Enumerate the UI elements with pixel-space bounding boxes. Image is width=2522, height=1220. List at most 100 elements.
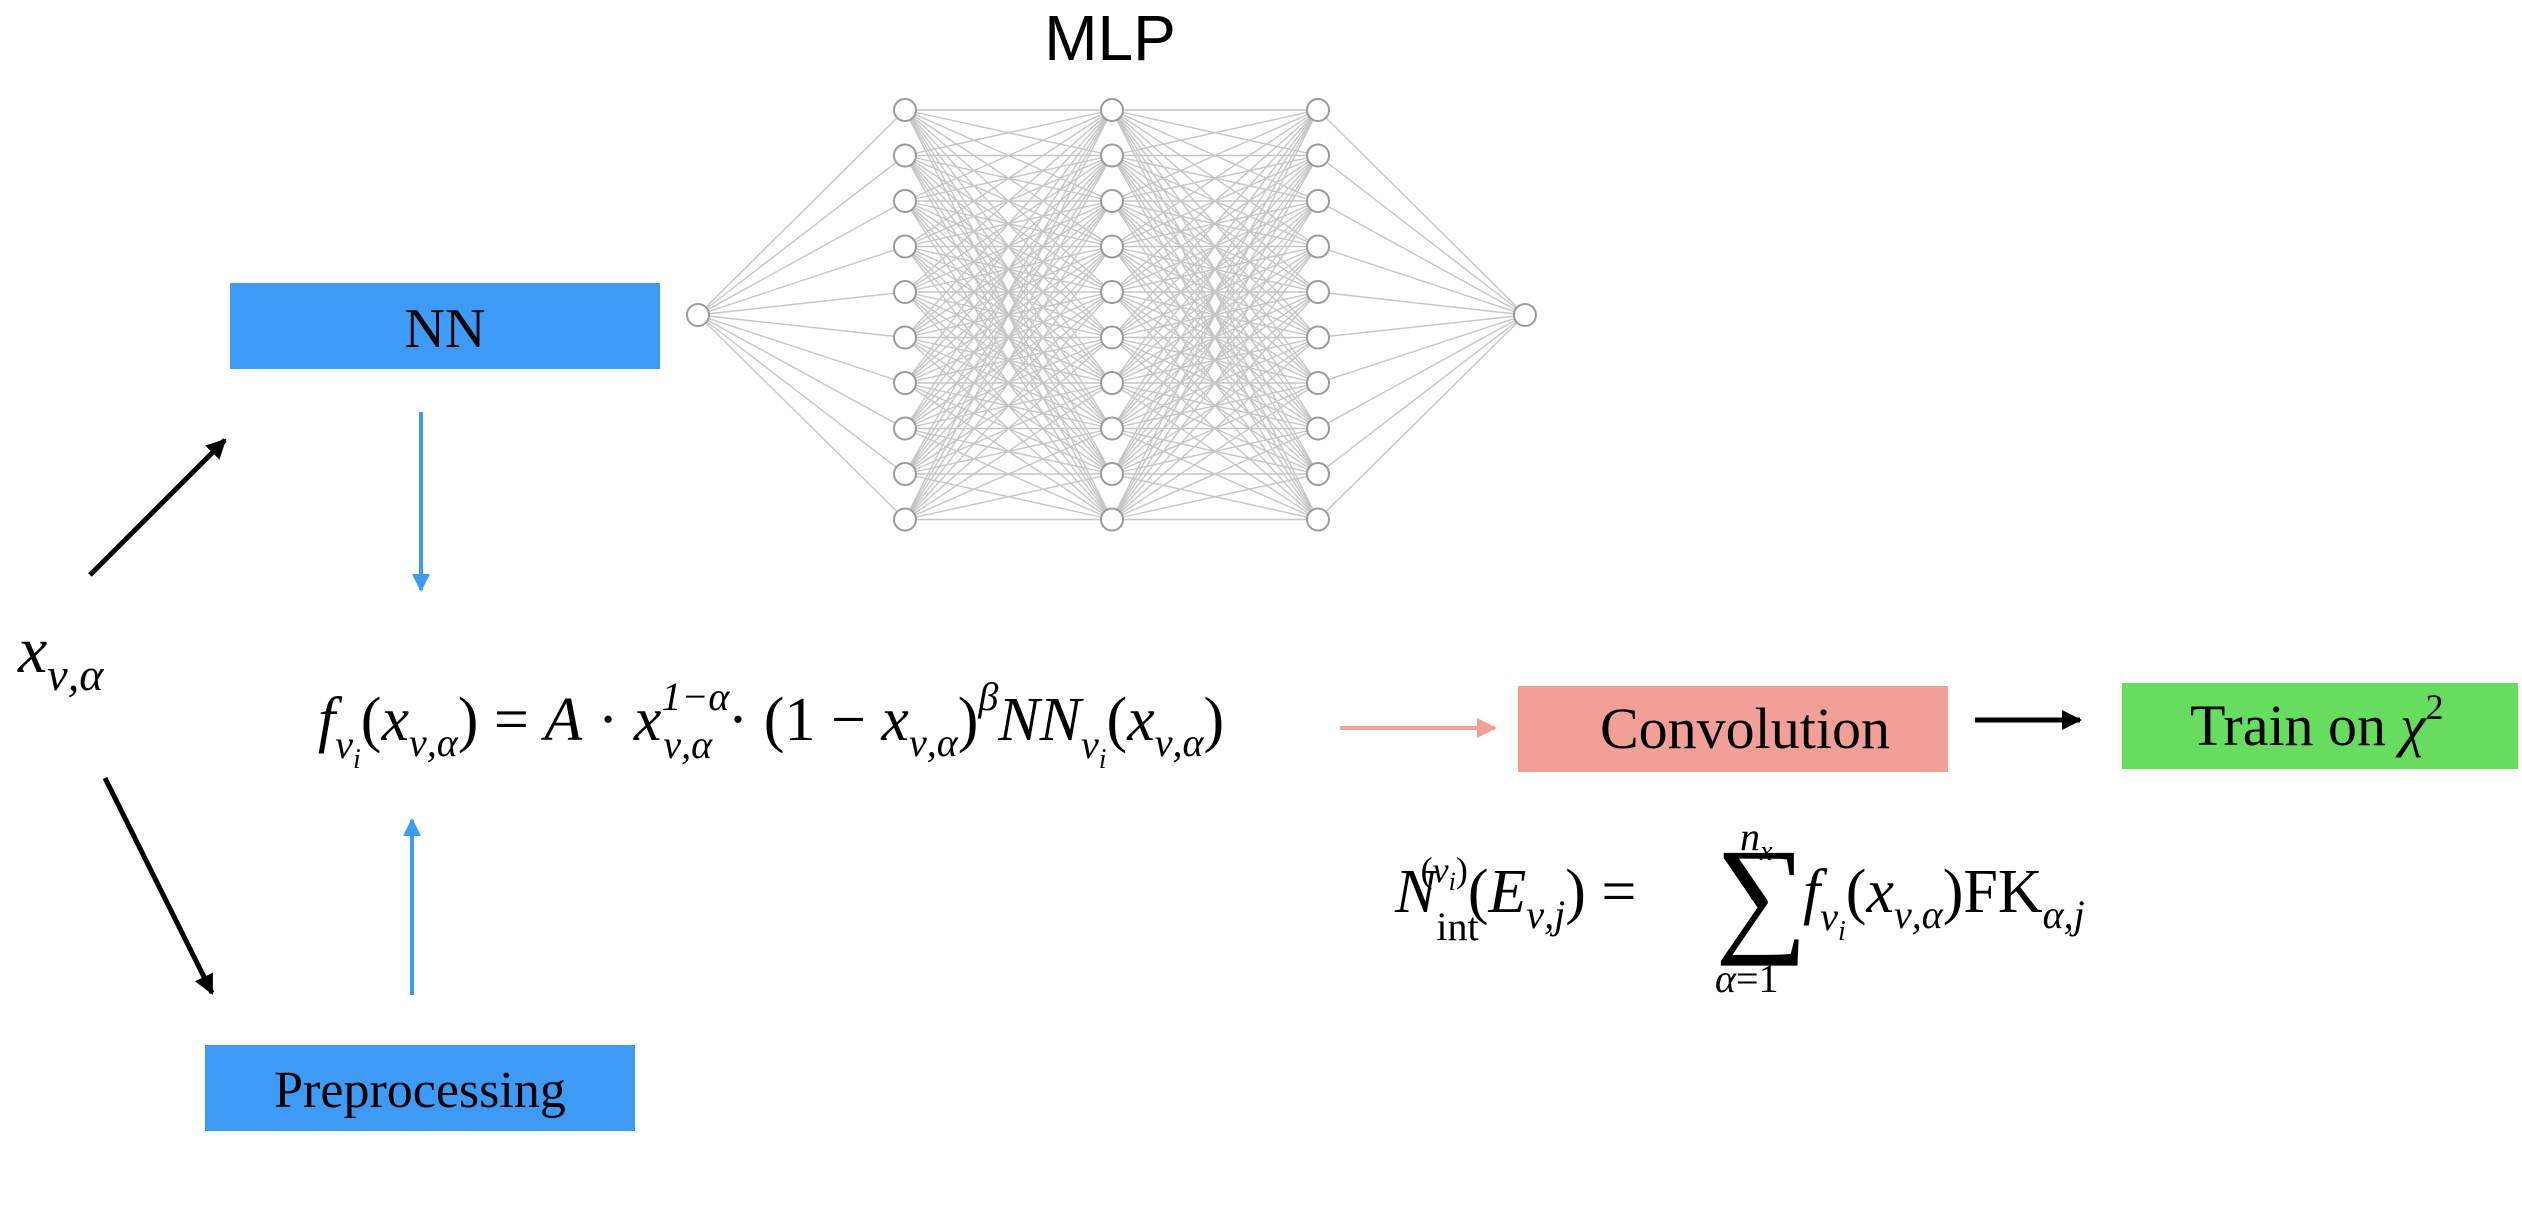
mlp-edge (697, 314, 906, 384)
mlp-edge (1111, 336, 1319, 521)
mlp-edge (904, 155, 1113, 520)
mlp-node (1100, 234, 1124, 259)
mlp-node (1306, 462, 1330, 486)
mlp-edge (904, 109, 1113, 429)
mlp-edges (697, 109, 1526, 521)
input-symbol: xν,α (17, 614, 104, 700)
mlp-edge (1317, 314, 1526, 384)
mlp-edge (904, 109, 1113, 293)
input-symbol-base: x (17, 614, 47, 687)
mlp-edge (1317, 314, 1526, 520)
mlp-node (1100, 280, 1124, 304)
mlp-edge (904, 336, 1113, 521)
mlp-node (893, 143, 917, 168)
mlp-node (893, 507, 917, 532)
input-symbol-subscript: ν,α (47, 649, 104, 700)
mlp-edge (1317, 109, 1526, 316)
svg-text:nx: nx (1740, 814, 1773, 867)
svg-text:fνi(xν,α) = A · x1−αν,α · (1 −: fνi(xν,α) = A · x1−αν,α · (1 − xν,α)βNNν… (318, 674, 1224, 775)
mlp-node (1306, 280, 1330, 304)
mlp-edge (1111, 427, 1319, 521)
mlp-edge (1317, 314, 1526, 475)
svg-text:fνi(xν,α)FKα,j: fνi(xν,α)FKα,j (1803, 858, 2085, 947)
mlp-node (1513, 303, 1537, 327)
mlp-node (1306, 234, 1330, 259)
mlp-edge (904, 109, 1113, 384)
nn-box[interactable]: NN (230, 283, 660, 369)
mlp-node (893, 280, 917, 304)
mlp-edge (1111, 291, 1319, 520)
convolution-equation: Nint(νi)(Eν,j) = ∑ nx α=1 fνi(xν,α)FKα,j (1394, 814, 2085, 1001)
convolution-box[interactable]: Convolution (1518, 686, 1948, 772)
mlp-edge (1317, 245, 1526, 316)
svg-text:α=1: α=1 (1715, 956, 1779, 1001)
preprocessing-box-fill (205, 1045, 635, 1131)
mlp-node (1100, 98, 1124, 122)
nn-box-fill (230, 283, 660, 369)
mlp-node (893, 462, 917, 486)
convolution-box-fill (1518, 686, 1948, 772)
preprocessing-box[interactable]: Preprocessing (205, 1045, 635, 1131)
arrow-input-to-preprocessing (102, 776, 215, 995)
mlp-node (893, 98, 917, 122)
mlp-node (893, 325, 917, 350)
mlp-edge (904, 246, 1113, 520)
mlp-edge (1111, 473, 1319, 521)
mlp-edge (697, 245, 906, 316)
mlp-node (1100, 416, 1124, 441)
mlp-edge (904, 291, 1113, 520)
mlp-edge (1111, 109, 1319, 293)
mlp-edge (697, 109, 906, 316)
convolution-box-label: Convolution (1600, 696, 1890, 761)
chi-symbol: χ (2395, 693, 2427, 758)
mlp-edge (1317, 291, 1526, 316)
mlp-node (1306, 416, 1330, 441)
mlp-node (893, 234, 917, 259)
mlp-edge (1111, 246, 1319, 520)
mlp-nodes (686, 98, 1537, 532)
mlp-edge (697, 291, 906, 316)
preprocessing-box-label: Preprocessing (274, 1062, 566, 1119)
mlp-edge (1111, 109, 1319, 475)
mlp-edge (1111, 109, 1319, 248)
mlp-edge (1111, 109, 1319, 384)
mlp-edge (904, 109, 1113, 202)
mlp-edge (1111, 109, 1319, 520)
mlp-node (1306, 98, 1330, 122)
mlp-edge (904, 109, 1113, 157)
mlp-edge (1111, 109, 1319, 157)
mlp-edge (697, 314, 906, 430)
mlp-edge (1111, 109, 1319, 338)
mlp-node (893, 416, 917, 441)
mlp-edge (904, 109, 1113, 338)
mlp-edge (904, 109, 1113, 520)
mlp-node (1100, 462, 1124, 486)
mlp-edge (904, 382, 1113, 521)
mlp-node (893, 189, 917, 213)
mlp-edge (697, 314, 906, 475)
mlp-node (1306, 371, 1330, 395)
mlp-node (686, 303, 710, 327)
mlp-edge (697, 200, 906, 316)
mlp-edge (1317, 200, 1526, 316)
mlp-edge (1317, 314, 1526, 430)
mlp-edge (904, 473, 1113, 521)
mlp-edge (904, 109, 1113, 475)
arrow-input-to-nn (88, 438, 227, 577)
mlp-node (1306, 189, 1330, 213)
mlp-edge (697, 154, 906, 316)
mlp-node (1100, 143, 1124, 168)
mlp-node (1100, 371, 1124, 395)
svg-text:Nint(νi)(Eν,j) =: Nint(νi)(Eν,j) = (1394, 850, 1636, 949)
mlp-edge (904, 109, 1113, 248)
mlp-node (1100, 507, 1124, 532)
mlp-title: MLP (1044, 2, 1176, 74)
mlp-edge (1111, 382, 1319, 521)
mlp-node (893, 371, 917, 395)
mlp-edge (904, 200, 1113, 520)
train-box-text: Train on (2190, 693, 2386, 758)
mlp-node (1100, 189, 1124, 213)
